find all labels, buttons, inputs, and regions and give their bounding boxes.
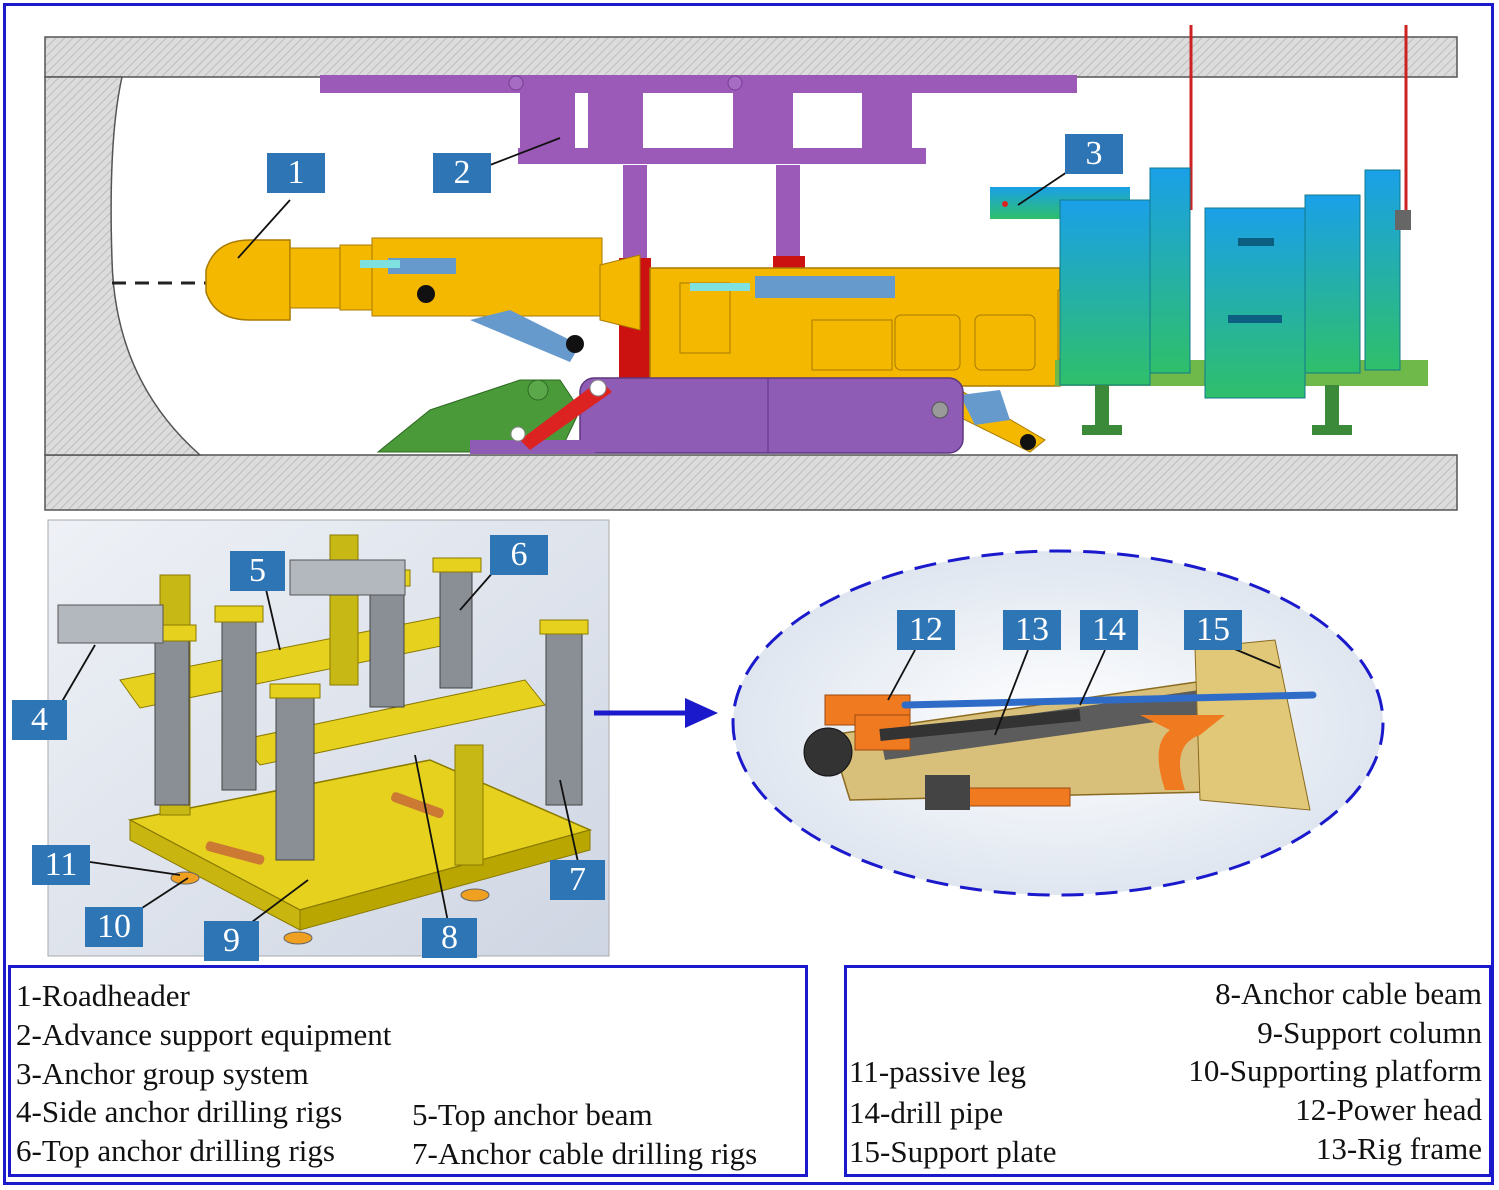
callout-13: 13: [1003, 610, 1061, 650]
figure-frame: [3, 3, 1494, 1185]
callout-14: 14: [1080, 610, 1138, 650]
rig-assembly-panel: [47, 519, 610, 957]
legend-roadheader: 1-Roadheader: [16, 978, 190, 1013]
detail-arrow: [594, 698, 718, 728]
legend-right-box: [844, 965, 1492, 1177]
legend-power-head: 12-Power head: [1295, 1092, 1482, 1127]
tunnel-floor: [44, 454, 1458, 511]
legend-anchor-group-system: 3-Anchor group system: [16, 1056, 309, 1091]
legend-top-anchor-drilling-rigs: 6-Top anchor drilling rigs: [16, 1133, 335, 1168]
drill-rig-detail: [731, 549, 1385, 897]
callout-12: 12: [897, 610, 955, 650]
callout-3: 3: [1065, 134, 1123, 174]
anchor-group-system: [990, 167, 1428, 435]
legend-side-anchor-drilling-rigs: 4-Side anchor drilling rigs: [16, 1094, 343, 1129]
callout-8: 8: [422, 918, 477, 958]
legend-rig-frame: 13-Rig frame: [1315, 1131, 1482, 1166]
legend-advance-support-equipment: 2-Advance support equipment: [16, 1017, 392, 1052]
callout-7: 7: [550, 860, 605, 900]
legend-left-box: [8, 965, 808, 1177]
tunnel-face: [44, 76, 202, 456]
legend-top-anchor-beam: 5-Top anchor beam: [412, 1097, 653, 1132]
callout-4: 4: [12, 700, 67, 740]
legend-support-column: 9-Support column: [1257, 1015, 1482, 1050]
legend-anchor-cable-drilling-rigs: 7-Anchor cable drilling rigs: [412, 1136, 758, 1171]
legend-passive-leg: 11-passive leg: [849, 1054, 1027, 1089]
legend-drill-pipe: 14-drill pipe: [849, 1095, 1004, 1130]
legend-anchor-cable-beam: 8-Anchor cable beam: [1215, 976, 1482, 1011]
callout-11: 11: [32, 845, 90, 885]
callout-6: 6: [490, 535, 548, 575]
legend-support-plate: 15-Support plate: [849, 1134, 1057, 1169]
tunnel-roof: [44, 36, 1458, 78]
callout-15: 15: [1184, 610, 1242, 650]
callout-2: 2: [433, 153, 491, 193]
callout-5: 5: [230, 551, 285, 591]
callout-10: 10: [85, 907, 143, 947]
callout-1: 1: [267, 153, 325, 193]
crawler-track: [470, 377, 964, 454]
legend-supporting-platform: 10-Supporting platform: [1188, 1053, 1482, 1088]
callout-9: 9: [204, 921, 259, 961]
